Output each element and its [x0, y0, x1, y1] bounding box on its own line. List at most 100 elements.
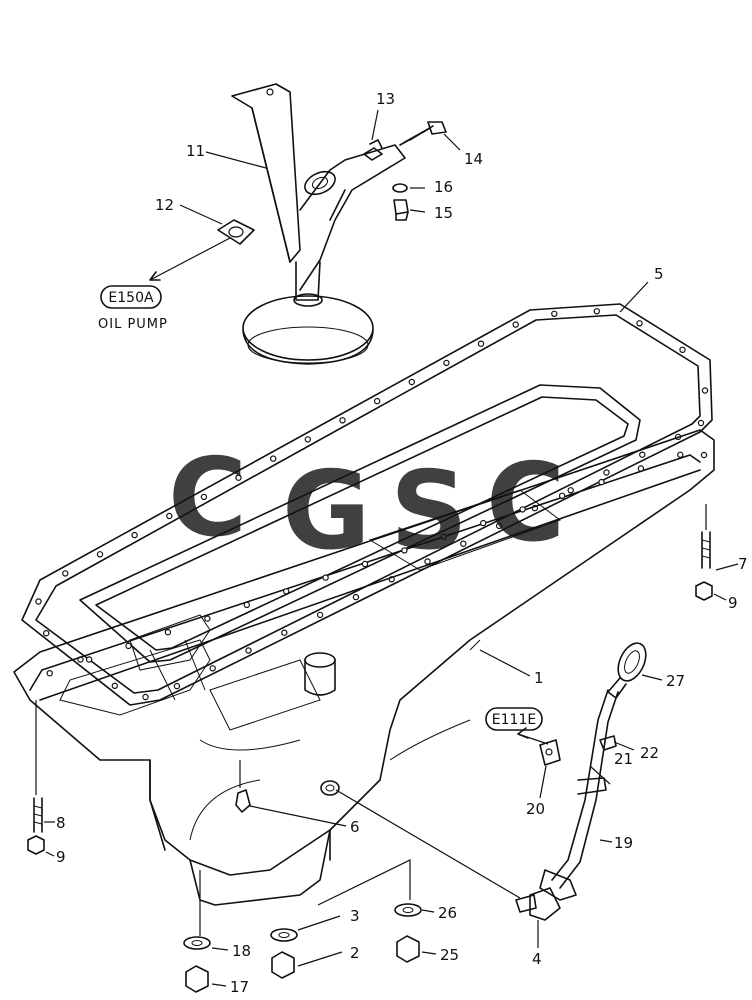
- watermark-letter-c1: C: [168, 436, 247, 561]
- bolt-hole: [373, 397, 381, 405]
- part-number-20: 20: [526, 800, 545, 818]
- bolt-hole: [209, 665, 216, 672]
- part-number-25: 25: [440, 946, 459, 964]
- bolt-hole: [567, 487, 574, 494]
- part-number-21: 21: [614, 750, 633, 768]
- bolt-hole: [637, 465, 645, 472]
- dipstick: [607, 642, 647, 699]
- bolt-hole: [339, 417, 346, 424]
- bolt-hole: [283, 588, 290, 595]
- drain-plugs-washers: [27, 531, 713, 993]
- bolt-hole: [281, 629, 288, 636]
- bolt-hole: [352, 593, 360, 601]
- bolt-hole: [480, 519, 487, 527]
- bolt-hole: [440, 533, 447, 540]
- reference-e150a: E150A OIL PUMP: [98, 285, 168, 332]
- bolt-hole: [85, 656, 93, 663]
- reference-caption-oil-pump: OIL PUMP: [98, 317, 168, 332]
- bolt-hole: [519, 506, 526, 513]
- bolt-hole: [245, 647, 252, 654]
- part-number-13: 13: [376, 90, 395, 108]
- part-number-18: 18: [232, 942, 251, 960]
- bolt-hole: [142, 693, 149, 701]
- strainer-fasteners: [363, 121, 447, 221]
- bolt-hole: [697, 419, 705, 427]
- part-number-2: 2: [350, 944, 360, 962]
- watermark-letter-g: G: [282, 449, 371, 574]
- oil-pan: [13, 429, 715, 906]
- pan-flange-bolt-holes: [46, 451, 708, 677]
- bolt-hole: [43, 630, 50, 637]
- bolt-hole: [164, 629, 172, 636]
- bolt-hole: [46, 670, 53, 677]
- bolt-hole: [235, 474, 242, 481]
- bolt-hole: [270, 455, 277, 462]
- part-number-15: 15: [434, 204, 453, 222]
- part-number-22: 22: [640, 744, 659, 762]
- part-number-7: 7: [738, 555, 748, 573]
- watermark-letter-s: S: [390, 449, 468, 574]
- oil-strainer: [231, 83, 406, 365]
- cgsc-watermark: C G S C: [168, 436, 565, 574]
- bolt-hole: [603, 469, 610, 476]
- part-number-14: 14: [464, 150, 483, 168]
- watermark-letter-c2: C: [486, 441, 565, 566]
- bolt-hole: [512, 321, 519, 328]
- bolt-hole: [443, 359, 450, 367]
- bolt-hole: [424, 558, 431, 565]
- strainer-gasket: [217, 219, 255, 245]
- bolt-hole: [551, 310, 558, 317]
- part-number-4: 4: [532, 950, 542, 968]
- bolt-hole: [700, 451, 708, 459]
- bolt-hole: [35, 598, 42, 605]
- bolt-hole: [598, 478, 605, 486]
- part-number-1: 1: [534, 669, 544, 687]
- bolt-hole: [322, 574, 329, 581]
- bolt-hole: [96, 551, 104, 558]
- part-number-16: 16: [434, 178, 453, 196]
- bolt-hole: [679, 346, 686, 353]
- bolt-hole: [304, 436, 311, 443]
- reference-code-e111e: E111E: [492, 712, 536, 728]
- bolt-hole: [361, 560, 369, 568]
- bolt-hole: [173, 682, 181, 690]
- bolt-hole: [636, 320, 643, 327]
- part-number-19: 19: [614, 834, 633, 852]
- part-number-11: 11: [186, 142, 205, 160]
- bolt-hole: [701, 387, 709, 394]
- part-number-8: 8: [56, 814, 66, 832]
- part-number-3: 3: [350, 907, 360, 925]
- part-number-12: 12: [155, 196, 174, 214]
- bolt-hole: [204, 615, 211, 622]
- bolt-hole: [131, 531, 138, 539]
- part-number-labels: 1 2 3 4 5 6 7 8 9 9 11 12 13 14 15 16 17…: [56, 90, 748, 996]
- bolt-hole: [166, 512, 173, 520]
- bolt-hole: [495, 522, 503, 530]
- part-number-9b: 9: [728, 594, 738, 612]
- bolt-hole: [200, 493, 208, 501]
- part-number-6: 6: [350, 818, 360, 836]
- part-number-27: 27: [666, 672, 685, 690]
- bolt-hole: [243, 601, 250, 609]
- part-number-17: 17: [230, 978, 249, 996]
- dipstick-guide-tube: [515, 689, 619, 921]
- bolt-hole: [111, 682, 119, 690]
- bolt-hole: [62, 570, 69, 577]
- bolt-hole: [125, 642, 132, 650]
- bolt-hole: [677, 451, 684, 458]
- bolt-hole: [639, 451, 646, 458]
- part-number-9a: 9: [56, 848, 66, 866]
- bolt-hole: [460, 540, 467, 547]
- bolt-hole: [401, 547, 408, 554]
- gasket-bolt-holes: [35, 308, 709, 701]
- bolt-hole: [316, 611, 324, 619]
- reference-code-e150a: E150A: [108, 290, 154, 306]
- leader-lines: [35, 281, 739, 987]
- bolt-hole: [477, 340, 485, 347]
- reference-e111e: E111E: [485, 707, 543, 731]
- bolt-hole: [558, 492, 566, 499]
- part-number-5: 5: [654, 265, 664, 283]
- bolt-hole: [408, 378, 415, 386]
- part-number-26: 26: [438, 904, 457, 922]
